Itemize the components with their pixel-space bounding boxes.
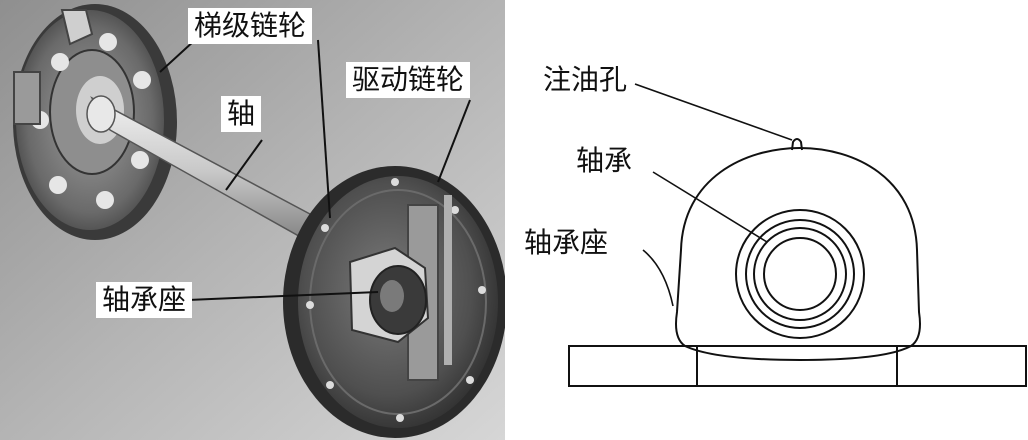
bearing-seat-leader-line-right (642, 249, 674, 307)
bearing-seat-label-right: 轴承座 (524, 226, 609, 259)
oil-hole (791, 138, 803, 151)
ladder-sprocket-leader-line-1 (159, 39, 196, 73)
shaft-leader-line (225, 139, 263, 191)
ladder-sprocket-leader-line-2 (317, 39, 331, 219)
shaft-label: 轴 (221, 96, 262, 132)
drive-sprocket-label: 驱动链轮 (346, 62, 471, 98)
drive-sprocket-drawing (283, 166, 505, 438)
bearing-housing (675, 146, 921, 347)
bearing-seat-leader-line (187, 291, 379, 301)
oil-hole-label: 注油孔 (543, 63, 628, 96)
drive-sprocket-leader-line (437, 99, 471, 183)
bearing-ring-2 (745, 219, 855, 329)
housing-inner-curve (684, 345, 912, 362)
bearing-seat-line-drawing (568, 83, 1027, 387)
bore (763, 237, 837, 311)
oil-hole-leader-line (634, 83, 793, 141)
right-leader-lines (634, 83, 793, 307)
base-plate (568, 345, 1027, 387)
bearing-seat-label-left: 轴承座 (96, 282, 193, 318)
bearing-leader-line (652, 171, 768, 243)
bearing-label: 轴承 (576, 144, 633, 177)
left-leader-lines (159, 39, 471, 301)
bearing-ring-3 (753, 227, 847, 321)
outer-ring (735, 209, 865, 339)
ladder-sprocket-label: 梯级链轮 (188, 8, 313, 44)
